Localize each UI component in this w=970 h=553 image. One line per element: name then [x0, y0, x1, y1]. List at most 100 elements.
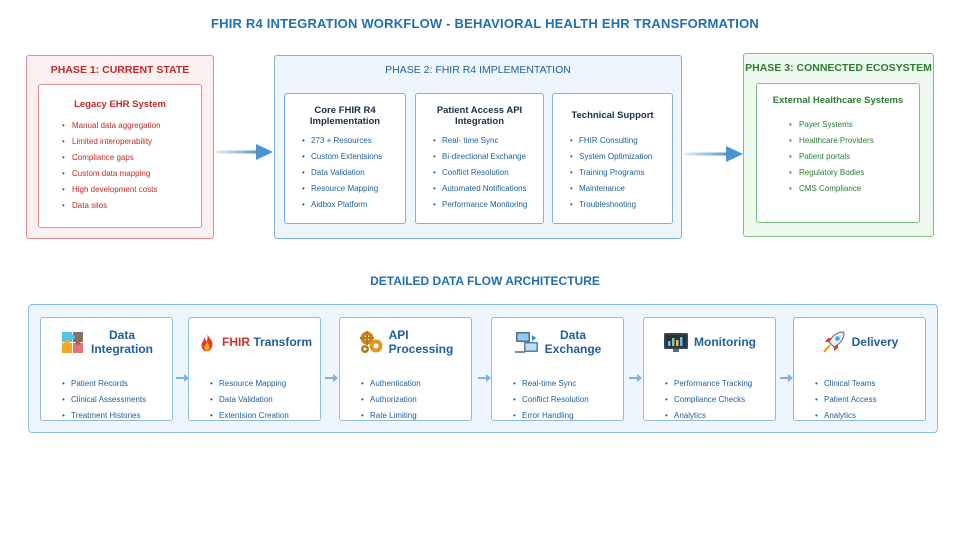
phase-3-panel: PHASE 3: CONNECTED ECOSYSTEM External He…: [743, 53, 934, 237]
list-item: Resource Mapping: [189, 376, 320, 392]
list-item: Manual data aggregation: [39, 118, 201, 134]
flow-title: DETAILED DATA FLOW ARCHITECTURE: [370, 274, 600, 288]
main-title: FHIR R4 INTEGRATION WORKFLOW - BEHAVIORA…: [210, 16, 760, 31]
list-item: Patient Access: [794, 392, 925, 408]
phase-1-title: PHASE 1: CURRENT STATE: [50, 64, 190, 76]
list-item: Authentication: [340, 376, 471, 392]
external-systems-list: Payer Systems Healthcare Providers Patie…: [757, 117, 919, 197]
external-systems-title: External Healthcare Systems: [772, 95, 904, 106]
flow-card-monitoring: Monitoring Performance Tracking Complian…: [643, 317, 776, 424]
card-list: Clinical Teams Patient Access Analytics: [794, 376, 925, 424]
gear-cluster-icon: [359, 331, 383, 353]
phase-1-panel: PHASE 1: CURRENT STATE Legacy EHR System…: [26, 55, 214, 239]
list-item: Custom data mapping: [39, 166, 201, 182]
phase-3-title: PHASE 3: CONNECTED ECOSYSTEM: [745, 62, 932, 74]
card-title: Data: [559, 328, 586, 342]
list-item: Authorization: [340, 392, 471, 408]
list-item: Maintenance: [553, 181, 672, 197]
list-item: High development costs: [39, 182, 201, 198]
list-item: Regulatory Bodies: [757, 165, 919, 181]
arrow-right-icon: [684, 146, 743, 162]
card-title: Delivery: [851, 335, 899, 349]
card-list: Patient Records Clinical Assessments Tre…: [41, 376, 172, 424]
card-list: Resource Mapping Data Validation Extents…: [189, 376, 320, 424]
list-item: Resource Mapping: [285, 181, 405, 197]
card-list: Authentication Authorization Rate Limiti…: [340, 376, 471, 424]
list-item: Data silos: [39, 198, 201, 214]
card-title: Monitoring: [694, 335, 756, 349]
arrow-right-icon: [216, 144, 273, 160]
technical-support-title: Technical Support: [571, 110, 654, 121]
list-item: Real-time Sync: [492, 376, 623, 392]
flow-card-fhir-transform: FHIR Transform Resource Mapping Data Val…: [188, 317, 321, 424]
list-item: Analytics: [794, 408, 925, 424]
card-title: Data: [108, 328, 135, 342]
rocket-icon: [822, 331, 845, 353]
card-title: Transform: [253, 335, 313, 349]
legacy-ehr-title: Legacy EHR System: [74, 99, 166, 110]
list-item: Aidbox Platform: [285, 197, 405, 213]
list-item: Real- time Sync: [416, 133, 543, 149]
card-title: Integration: [91, 342, 153, 356]
computer-exchange-icon: [514, 332, 538, 353]
legacy-ehr-list: Manual data aggregation Limited interope…: [39, 118, 201, 214]
flow-card-delivery: Delivery Clinical Teams Patient Access A…: [793, 317, 926, 424]
core-fhir-box: Core FHIR R4 Implementation 273 + Resour…: [284, 93, 406, 224]
core-fhir-title: Core FHIR R4 Implementation: [309, 105, 381, 127]
card-list: Real-time Sync Conflict Resolution Error…: [492, 376, 623, 424]
arrow-right-icon: [629, 374, 642, 382]
list-item: Error Handling: [492, 408, 623, 424]
list-item: 273 + Resources: [285, 133, 405, 149]
patient-access-title: Patient Access API Integration: [436, 105, 523, 127]
core-fhir-list: 273 + Resources Custom Extentsions Data …: [285, 133, 405, 213]
list-item: Healthcare Providers: [757, 133, 919, 149]
legacy-ehr-box: Legacy EHR System Manual data aggregatio…: [38, 84, 202, 228]
list-item: Patient Records: [41, 376, 172, 392]
list-item: Clinical Assessments: [41, 392, 172, 408]
list-item: Payer Systems: [757, 117, 919, 133]
list-item: System Optimization: [553, 149, 672, 165]
list-item: Limited interoperability: [39, 134, 201, 150]
list-item: Treatment Histories: [41, 408, 172, 424]
list-item: Rate Limiting: [340, 408, 471, 424]
phase-2-title: PHASE 2: FHIR R4 IMPLEMENTATION: [385, 64, 571, 76]
card-title: Processing: [388, 342, 454, 356]
arrow-right-icon: [780, 374, 793, 382]
arrow-right-icon: [176, 374, 189, 382]
list-item: Bi-directional Exchange: [416, 149, 543, 165]
list-item: Analytics: [644, 408, 775, 424]
list-item: Performance Monitoring: [416, 197, 543, 213]
list-item: CMS Compliance: [757, 181, 919, 197]
patient-access-list: Real- time Sync Bi-directional Exchange …: [416, 133, 543, 213]
card-list: Performance Tracking Compliance Checks A…: [644, 376, 775, 424]
patient-access-box: Patient Access API Integration Real- tim…: [415, 93, 544, 224]
arrow-right-icon: [478, 374, 491, 382]
list-item: Troubleshooting: [553, 197, 672, 213]
list-item: Data Validation: [285, 165, 405, 181]
arrow-right-icon: [325, 374, 338, 382]
list-item: Extentsion Creation: [189, 408, 320, 424]
puzzle-icon: [62, 332, 83, 353]
list-item: Data Validation: [189, 392, 320, 408]
phase-2-panel: PHASE 2: FHIR R4 IMPLEMENTATION Core FHI…: [274, 55, 682, 239]
technical-support-list: FHIR Consulting System Optimization Trai…: [553, 133, 672, 213]
list-item: Clinical Teams: [794, 376, 925, 392]
flame-icon: [201, 333, 213, 352]
dashboard-icon: [664, 333, 688, 352]
list-item: Conflict Resolution: [416, 165, 543, 181]
fhir-label: FHIR: [221, 335, 250, 349]
card-title: API: [388, 328, 409, 342]
external-systems-box: External Healthcare Systems Payer System…: [756, 83, 920, 223]
list-item: Custom Extentsions: [285, 149, 405, 165]
list-item: Performance Tracking: [644, 376, 775, 392]
list-item: Conflict Resolution: [492, 392, 623, 408]
list-item: Automated Notifications: [416, 181, 543, 197]
list-item: Training Programs: [553, 165, 672, 181]
technical-support-box: Technical Support FHIR Consulting System…: [552, 93, 673, 224]
card-title: Exchange: [544, 342, 602, 356]
list-item: Patient portals: [757, 149, 919, 165]
